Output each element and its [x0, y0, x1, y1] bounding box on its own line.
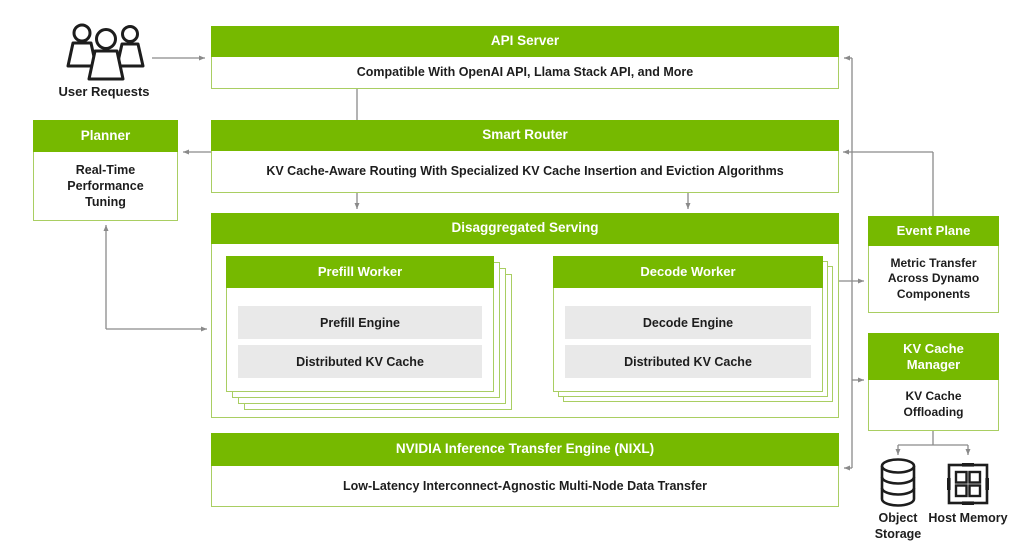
nixl-box: NVIDIA Inference Transfer Engine (NIXL) …: [211, 433, 839, 507]
object-storage-icon: [880, 458, 916, 507]
prefill-distributed-kv-cache-item: Distributed KV Cache: [238, 345, 482, 378]
event-plane-box: Event Plane Metric Transfer Across Dynam…: [868, 216, 999, 313]
user-requests-label: User Requests: [58, 84, 150, 99]
api-server-title: API Server: [211, 26, 839, 57]
kv-cache-offloading-subtitle: KV Cache Offloading: [868, 380, 999, 431]
event-plane-title: Event Plane: [868, 216, 999, 246]
smart-router-title: Smart Router: [211, 120, 839, 151]
object-storage-label: Object Storage: [874, 511, 922, 541]
smart-router-box: Smart Router KV Cache-Aware Routing With…: [211, 120, 839, 193]
prefill-engine-item: Prefill Engine: [238, 306, 482, 339]
api-server-box: API Server Compatible With OpenAI API, L…: [211, 26, 839, 89]
smart-router-subtitle: KV Cache-Aware Routing With Specialized …: [211, 151, 839, 193]
host-memory-label: Host Memory: [928, 511, 1008, 525]
prefill-worker-box: Prefill Worker Prefill Engine Distribute…: [226, 256, 494, 392]
nixl-subtitle: Low-Latency Interconnect-Agnostic Multi-…: [211, 466, 839, 507]
prefill-worker-title: Prefill Worker: [226, 256, 494, 288]
api-server-subtitle: Compatible With OpenAI API, Llama Stack …: [211, 57, 839, 89]
decode-distributed-kv-cache-item: Distributed KV Cache: [565, 345, 811, 378]
disaggregated-serving-title: Disaggregated Serving: [211, 213, 839, 244]
planner-box: Planner Real-Time Performance Tuning: [33, 120, 178, 221]
planner-title: Planner: [33, 120, 178, 152]
event-plane-subtitle: Metric Transfer Across Dynamo Components: [868, 246, 999, 313]
host-memory-icon: [947, 463, 989, 505]
decode-worker-box: Decode Worker Decode Engine Distributed …: [553, 256, 823, 392]
decode-worker-title: Decode Worker: [553, 256, 823, 288]
decode-engine-item: Decode Engine: [565, 306, 811, 339]
nixl-title: NVIDIA Inference Transfer Engine (NIXL): [211, 433, 839, 466]
planner-subtitle: Real-Time Performance Tuning: [33, 152, 178, 221]
users-icon: [66, 23, 145, 81]
kv-cache-manager-title: KV Cache Manager: [868, 333, 999, 380]
kv-cache-manager-box: KV Cache Manager KV Cache Offloading: [868, 333, 999, 431]
